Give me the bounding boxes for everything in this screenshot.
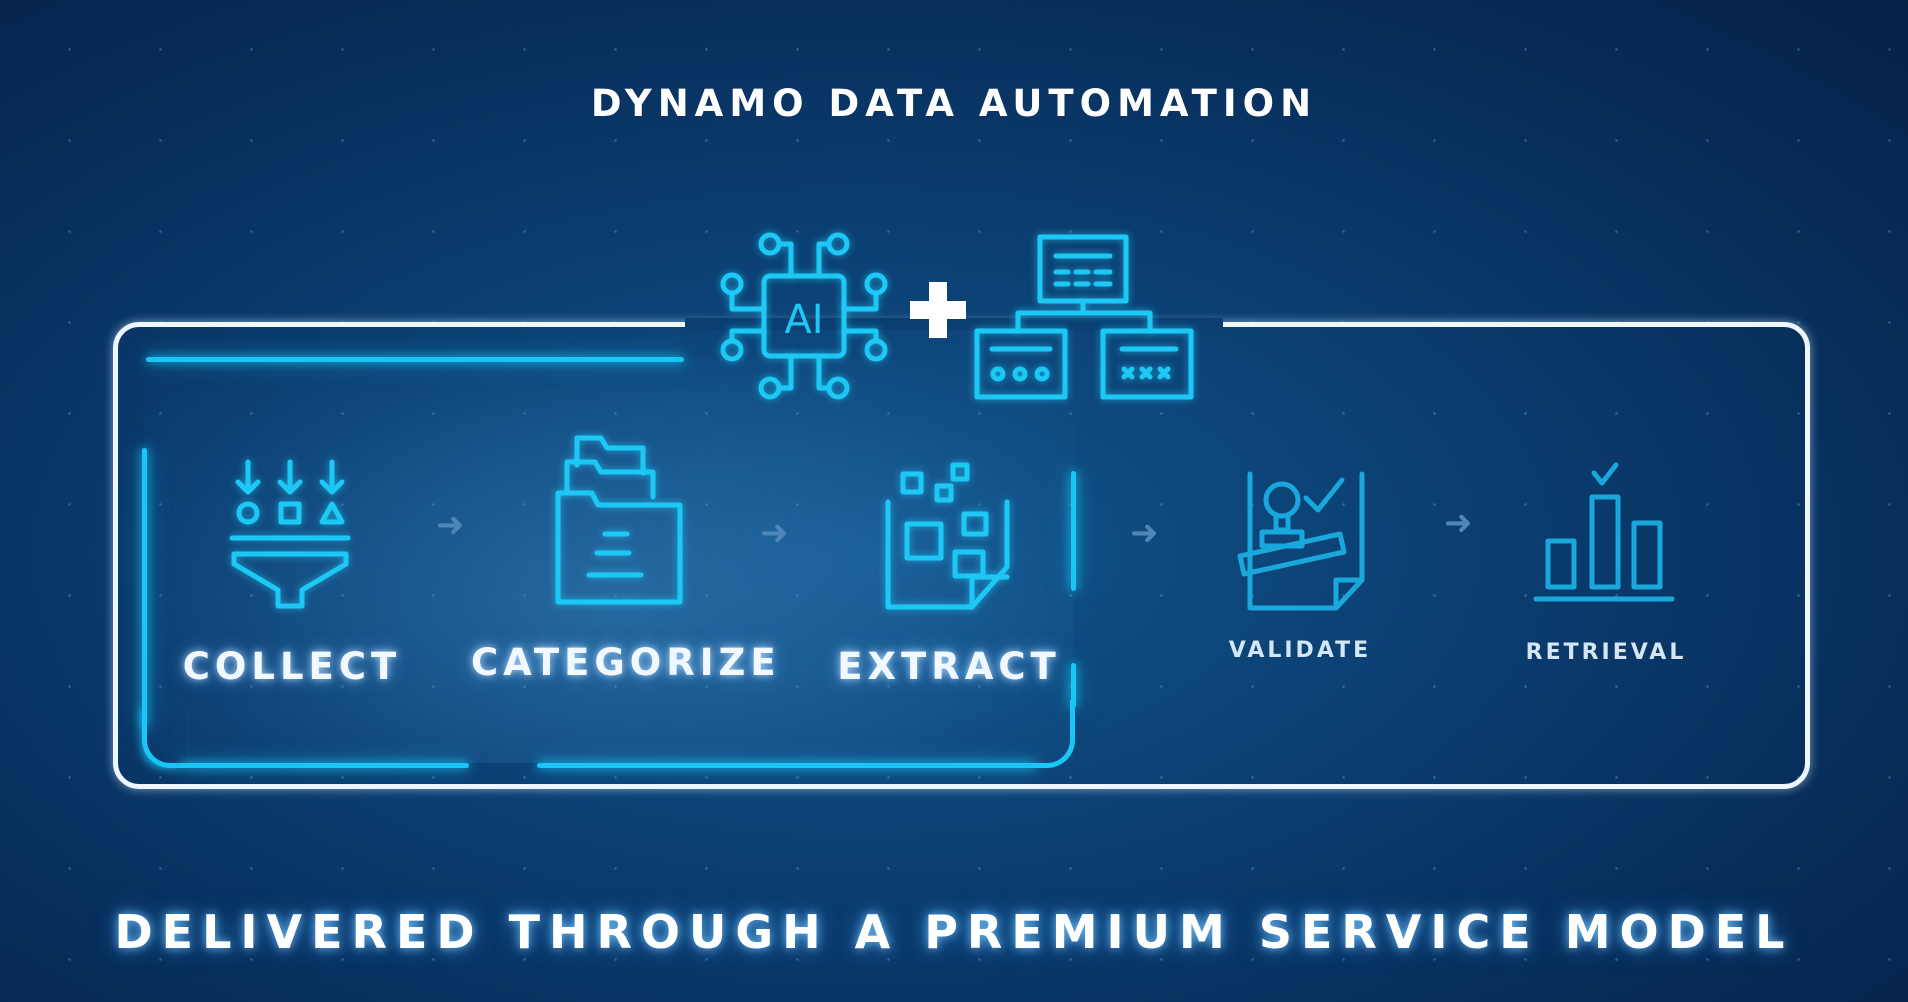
inner-frame-right-lower: [1071, 663, 1076, 708]
arrow-right-icon: ➜: [1130, 513, 1159, 553]
inner-frame-right-upper: [1071, 471, 1076, 591]
tagline: DELIVERED THROUGH A PREMIUM SERVICE MODE…: [114, 905, 1794, 959]
arrow-right-icon: ➜: [436, 505, 465, 545]
step-label-collect: COLLECT: [182, 645, 402, 688]
arrow-right-icon: ➜: [1444, 503, 1473, 543]
funnel-icon: [229, 459, 351, 609]
step-label-validate: VALIDATE: [1228, 638, 1372, 663]
data-hierarchy-icon: [974, 234, 1194, 400]
inner-frame-bottom-left: [180, 763, 469, 768]
arrow-right-icon: ➜: [760, 513, 789, 553]
document-extract-icon: [885, 462, 1010, 610]
step-label-categorize: CATEGORIZE: [471, 641, 781, 684]
bar-chart-check-icon: [1533, 462, 1675, 602]
inner-frame-corner-bl: [142, 700, 187, 768]
step-label-retrieval: RETRIEVAL: [1525, 640, 1687, 665]
inner-frame-corner-br: [1035, 700, 1075, 768]
inner-frame-bottom-right: [537, 763, 1037, 768]
step-label-extract: EXTRACT: [837, 645, 1061, 688]
highlight-glow: [144, 359, 1074, 763]
inner-frame-left: [142, 448, 147, 728]
ai-chip-icon: AI: [720, 232, 888, 400]
plus-icon: [910, 282, 966, 338]
stamp-approve-icon: [1237, 471, 1365, 611]
page-title: DYNAMO DATA AUTOMATION: [590, 82, 1318, 125]
folders-icon: [555, 435, 683, 605]
frame-gap: [685, 318, 1223, 330]
svg-text:AI: AI: [784, 297, 823, 343]
inner-frame-top: [146, 357, 684, 362]
